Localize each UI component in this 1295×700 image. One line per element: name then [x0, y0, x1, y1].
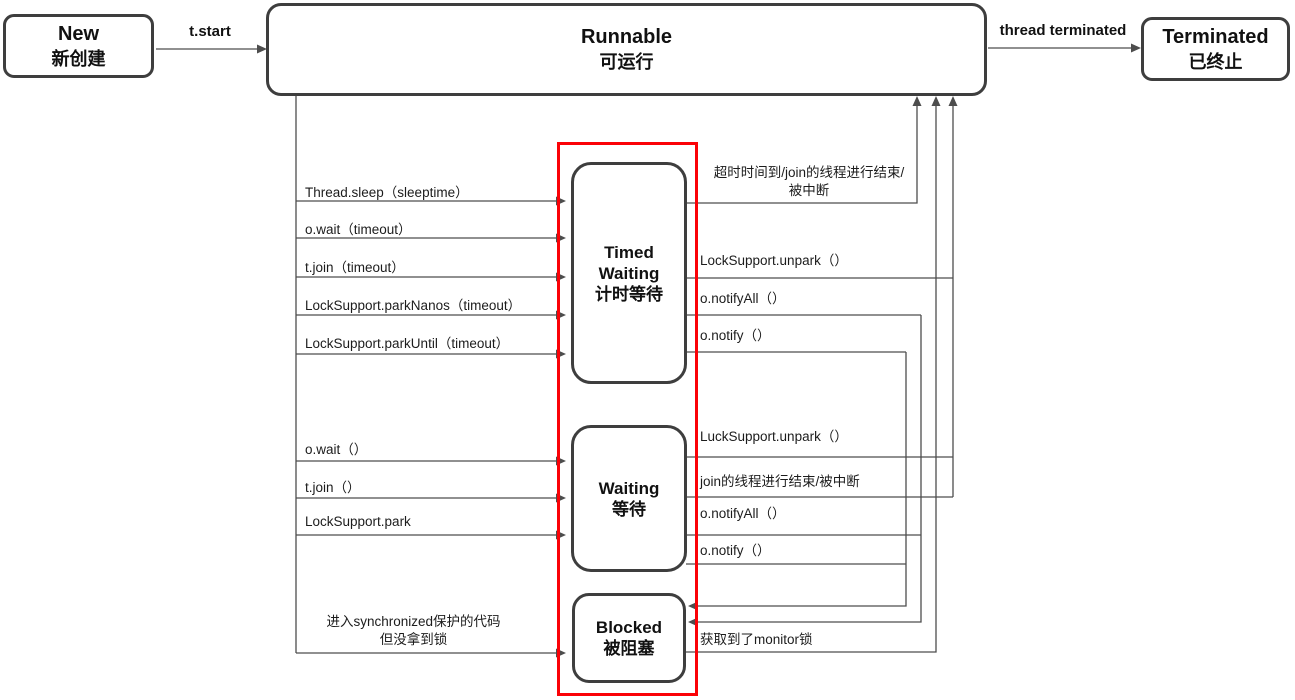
arrow-thread-terminated	[988, 43, 1141, 53]
edge-label-tw-timeout-exit-line1: 超时时间到/join的线程进行结束/	[713, 165, 905, 180]
edge-label-enter-synchronized: 进入synchronized保护的代码 但没拿到锁	[296, 613, 531, 649]
arrow-to-blocked	[296, 648, 566, 658]
state-terminated-label-zh: 已终止	[1188, 51, 1243, 72]
edge-label-thread-terminated: thread terminated	[999, 22, 1127, 39]
state-blocked: Blocked 被阻塞	[572, 593, 686, 683]
edge-label-parkuntil: LockSupport.parkUntil（timeout）	[305, 336, 510, 351]
edge-label-w-join-end: join的线程进行结束/被中断	[700, 474, 860, 489]
edge-label-w-unpark: LuckSupport.unpark（）	[700, 429, 848, 444]
state-waiting: Waiting 等待	[571, 425, 687, 572]
edge-label-w-notifyall: o.notifyAll（）	[700, 506, 786, 521]
edge-label-parknanos: LockSupport.parkNanos（timeout）	[305, 298, 522, 313]
edge-label-monitor-acquired: 获取到了monitor锁	[700, 632, 813, 647]
arrow-unpark-to-runnable	[948, 96, 958, 497]
arrow-monitor-to-runnable	[686, 96, 941, 653]
edge-label-tw-notifyall: o.notifyAll（）	[700, 291, 786, 306]
edge-label-tjoin: t.join（）	[305, 480, 361, 495]
state-timed-waiting-label-en1: Timed	[604, 242, 654, 262]
state-runnable-label-en: Runnable	[580, 26, 673, 48]
state-waiting-label-en: Waiting	[598, 478, 660, 498]
edge-label-t-start: t.start	[189, 23, 231, 40]
state-terminated: Terminated 已终止	[1141, 17, 1290, 81]
edge-label-owait-timeout: o.wait（timeout）	[305, 222, 412, 237]
state-runnable-label-zh: 可运行	[599, 52, 654, 72]
state-new-label-en: New	[57, 22, 100, 45]
state-timed-waiting-label-en2: Waiting	[598, 263, 660, 283]
edge-label-locksupport-park: LockSupport.park	[305, 514, 411, 529]
edge-label-enter-synchronized-line1: 进入synchronized保护的代码	[326, 614, 501, 629]
edge-label-w-notify: o.notify（）	[700, 543, 771, 558]
state-runnable: Runnable 可运行	[266, 3, 987, 96]
edge-label-tw-timeout-exit-line2: 被中断	[788, 183, 830, 198]
state-new: New 新创建	[3, 14, 154, 78]
state-blocked-label-en: Blocked	[595, 618, 663, 637]
state-terminated-label-en: Terminated	[1162, 25, 1269, 48]
arrow-t-start	[156, 44, 267, 54]
edge-label-tjoin-timeout: t.join（timeout）	[305, 260, 405, 275]
edge-label-enter-synchronized-line2: 但没拿到锁	[379, 632, 448, 647]
state-blocked-label-zh: 被阻塞	[603, 639, 655, 658]
arrow-tw-timeout-to-runnable	[686, 96, 922, 204]
edge-label-thread-sleep: Thread.sleep（sleeptime）	[305, 185, 469, 200]
state-new-label-zh: 新创建	[51, 48, 106, 69]
state-timed-waiting-label-zh: 计时等待	[595, 284, 663, 304]
edge-label-tw-unpark: LockSupport.unpark（）	[700, 253, 848, 268]
state-waiting-label-zh: 等待	[612, 499, 646, 519]
highlight-rectangle	[557, 142, 698, 696]
edge-label-owait: o.wait（）	[305, 442, 368, 457]
edge-label-tw-timeout-exit: 超时时间到/join的线程进行结束/ 被中断	[697, 164, 921, 200]
state-timed-waiting: Timed Waiting 计时等待	[571, 162, 687, 384]
edge-label-tw-notify: o.notify（）	[700, 328, 771, 343]
